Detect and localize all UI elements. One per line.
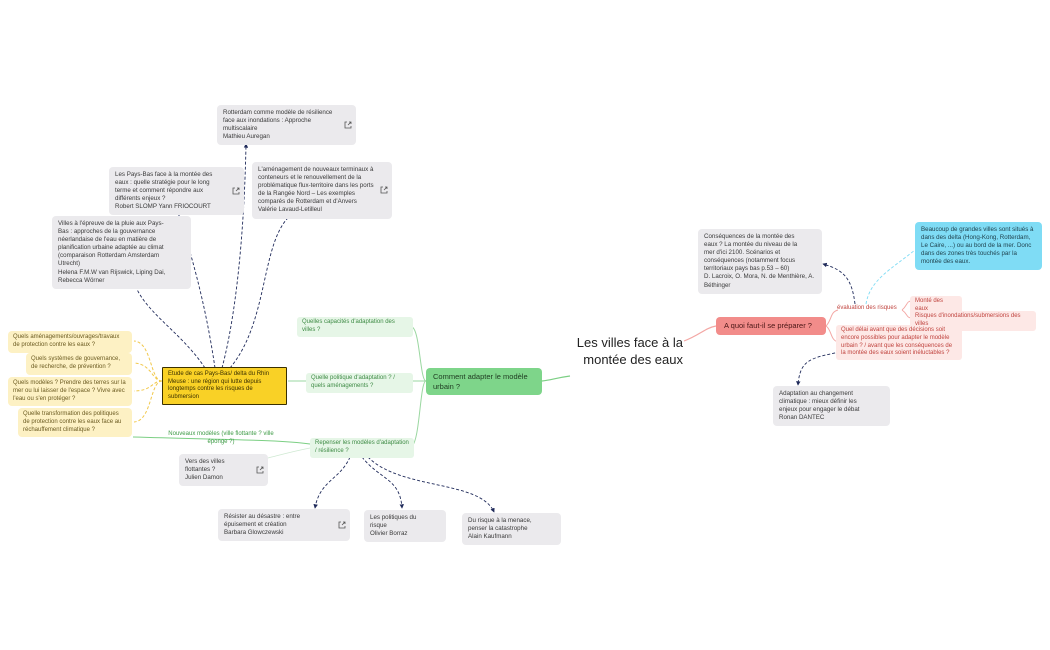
question-modeles-label: Quels modèles ? Prendre des terres sur l… — [13, 380, 126, 402]
ref-consequences-title: Conséquences de la montée des eaux ? La … — [704, 233, 798, 273]
ref-politiques-risque[interactable]: Les politiques du risque Olivier Borraz — [364, 510, 446, 543]
link-focus-q3 — [133, 380, 163, 392]
ref-adaptation-author: Ronan DANTEC — [779, 414, 825, 422]
link-repenser-desastre — [313, 456, 351, 509]
question-gouvernance-label: Quels systèmes de gouvernance, de recher… — [31, 356, 121, 370]
ref-desastre-title: Résister au désastre : entre épuisement … — [224, 513, 301, 529]
ref-paysbas-title: Les Pays-Bas face à la montée des eaux :… — [115, 171, 213, 203]
ref-risque-menace-title: Du risque à la menace, penser la catastr… — [468, 517, 532, 533]
link-central-red — [683, 325, 717, 342]
ref-desastre-author: Barbara Glowczewski — [224, 529, 284, 537]
topic-evaluation-risques-label: évaluation des risques — [837, 305, 897, 311]
ref-terminaux-author: Valérie Lavaud-Letilleul — [258, 206, 322, 214]
ref-adaptation-title: Adaptation au changement climatique : mi… — [779, 390, 860, 414]
link-repenser-politiques — [361, 456, 404, 509]
external-link-icon[interactable] — [232, 187, 240, 195]
ref-flottantes[interactable]: Vers des villes flottantes ? Julien Damo… — [179, 454, 268, 487]
ref-consequences-author: D. Lacroix, O. Mora, N. de Menthière, A.… — [704, 273, 815, 289]
question-transformation[interactable]: Quelle transformation des politiques de … — [18, 408, 132, 438]
note-grandes-villes[interactable]: Beaucoup de grandes villes sont situés à… — [915, 222, 1042, 270]
link-focus-q1 — [133, 340, 163, 382]
question-transformation-label: Quelle transformation des politiques de … — [23, 411, 122, 433]
topic-evaluation-risques[interactable]: évaluation des risques — [837, 305, 907, 313]
branch-se-preparer-label: A quoi faut-il se préparer ? — [724, 321, 812, 330]
external-link-icon[interactable] — [344, 121, 352, 129]
ref-desastre[interactable]: Résister au désastre : entre épuisement … — [218, 509, 350, 542]
link-focus-q2 — [133, 362, 163, 382]
link-focus-pluie — [131, 277, 206, 369]
link-repenser-menace — [367, 456, 495, 513]
central-topic[interactable]: Les villes face à la montée des eaux — [568, 335, 683, 368]
ref-flottantes-author: Julien Damon — [185, 474, 223, 482]
note-grandes-villes-label: Beaucoup de grandes villes sont situés à… — [921, 226, 1034, 265]
topic-delai[interactable]: Quel délai avant que des décisions soit … — [836, 325, 962, 361]
topic-capacites[interactable]: Quelles capacités d'adaptation des ville… — [297, 317, 413, 337]
case-study-paysbas[interactable]: Etude de cas Pays-Bas/ delta du Rhin Meu… — [162, 367, 287, 406]
topic-nouveaux-modeles[interactable]: Nouveaux modèles (ville flottante ? vill… — [166, 431, 276, 446]
ref-pluie[interactable]: Villes à l'épreuve de la pluie aux Pays-… — [52, 216, 191, 289]
link-repenser-nouveaux — [132, 436, 311, 445]
topic-delai-label: Quel délai avant que des décisions soit … — [841, 327, 953, 357]
ref-adaptation[interactable]: Adaptation au changement climatique : mi… — [773, 386, 890, 427]
ref-rotterdam-title: Rotterdam comme modèle de résilience fac… — [223, 109, 333, 133]
link-green-repenser — [411, 380, 427, 447]
ref-flottantes-title: Vers des villes flottantes ? — [185, 458, 225, 474]
topic-montee-eaux-label: Monté des eaux — [915, 298, 944, 312]
link-eval-consequences — [822, 262, 856, 305]
ref-risque-menace[interactable]: Du risque à la menace, penser la catastr… — [462, 513, 561, 546]
link-focus-rotterdam — [221, 143, 249, 369]
branch-comment-adapter-label: Comment adapter le modèle urbain ? — [433, 372, 528, 391]
question-amenagements[interactable]: Quels aménagements/ouvrages/travaux de p… — [8, 331, 132, 353]
link-central-green — [541, 375, 571, 382]
ref-rotterdam-author: Mathieu Auregan — [223, 133, 270, 141]
topic-montee-eaux[interactable]: Monté des eaux — [910, 296, 962, 316]
ref-rotterdam[interactable]: Rotterdam comme modèle de résilience fac… — [217, 105, 356, 146]
topic-politique-label: Quelle politique d'adaptation ? / quels … — [311, 375, 395, 389]
case-study-paysbas-label: Etude de cas Pays-Bas/ delta du Rhin Meu… — [168, 371, 270, 400]
branch-se-preparer[interactable]: A quoi faut-il se préparer ? — [716, 317, 826, 335]
link-focus-q4 — [133, 380, 163, 423]
ref-terminaux[interactable]: L'aménagement de nouveaux terminaux à co… — [252, 162, 392, 219]
link-eval-blue — [865, 249, 916, 305]
ref-pluie-author: Helena F.M.W van Rijswick, Liping Dai, R… — [58, 268, 166, 284]
ref-paysbas-author: Robert SLOMP Yann FRIOCOURT — [115, 203, 211, 211]
ref-politiques-risque-title: Les politiques du risque — [370, 514, 417, 530]
external-link-icon[interactable] — [256, 466, 264, 474]
question-gouvernance[interactable]: Quels systèmes de gouvernance, de recher… — [26, 353, 132, 375]
ref-consequences[interactable]: Conséquences de la montée des eaux ? La … — [698, 229, 822, 294]
link-green-capacites — [411, 326, 427, 382]
ref-paysbas[interactable]: Les Pays-Bas face à la montée des eaux :… — [109, 167, 244, 216]
topic-repenser[interactable]: Repenser les modèles d'adaptation / rési… — [310, 438, 414, 458]
ref-politiques-risque-author: Olivier Borraz — [370, 530, 408, 538]
ref-pluie-title: Villes à l'épreuve de la pluie aux Pays-… — [58, 220, 164, 268]
topic-capacites-label: Quelles capacités d'adaptation des ville… — [302, 319, 395, 333]
link-red-evaluation — [825, 309, 839, 327]
external-link-icon[interactable] — [338, 521, 346, 529]
question-modeles[interactable]: Quels modèles ? Prendre des terres sur l… — [8, 377, 132, 407]
central-topic-label: Les villes face à la montée des eaux — [576, 335, 683, 367]
question-amenagements-label: Quels aménagements/ouvrages/travaux de p… — [13, 334, 120, 348]
link-focus-terminaux — [229, 213, 293, 369]
link-repenser-flottantes — [267, 447, 311, 459]
ref-risque-menace-author: Alain Kaufmann — [468, 533, 512, 541]
ref-terminaux-title: L'aménagement de nouveaux terminaux à co… — [258, 166, 374, 206]
topic-risques-inondations-label: Risques d'inondations/submersions des vi… — [915, 313, 1021, 327]
link-delai-adaptation — [796, 351, 841, 386]
external-link-icon[interactable] — [380, 186, 388, 194]
branch-comment-adapter[interactable]: Comment adapter le modèle urbain ? — [426, 368, 542, 395]
topic-repenser-label: Repenser les modèles d'adaptation / rési… — [315, 440, 409, 454]
topic-nouveaux-modeles-label: Nouveaux modèles (ville flottante ? vill… — [168, 431, 274, 445]
topic-politique[interactable]: Quelle politique d'adaptation ? / quels … — [306, 373, 413, 393]
